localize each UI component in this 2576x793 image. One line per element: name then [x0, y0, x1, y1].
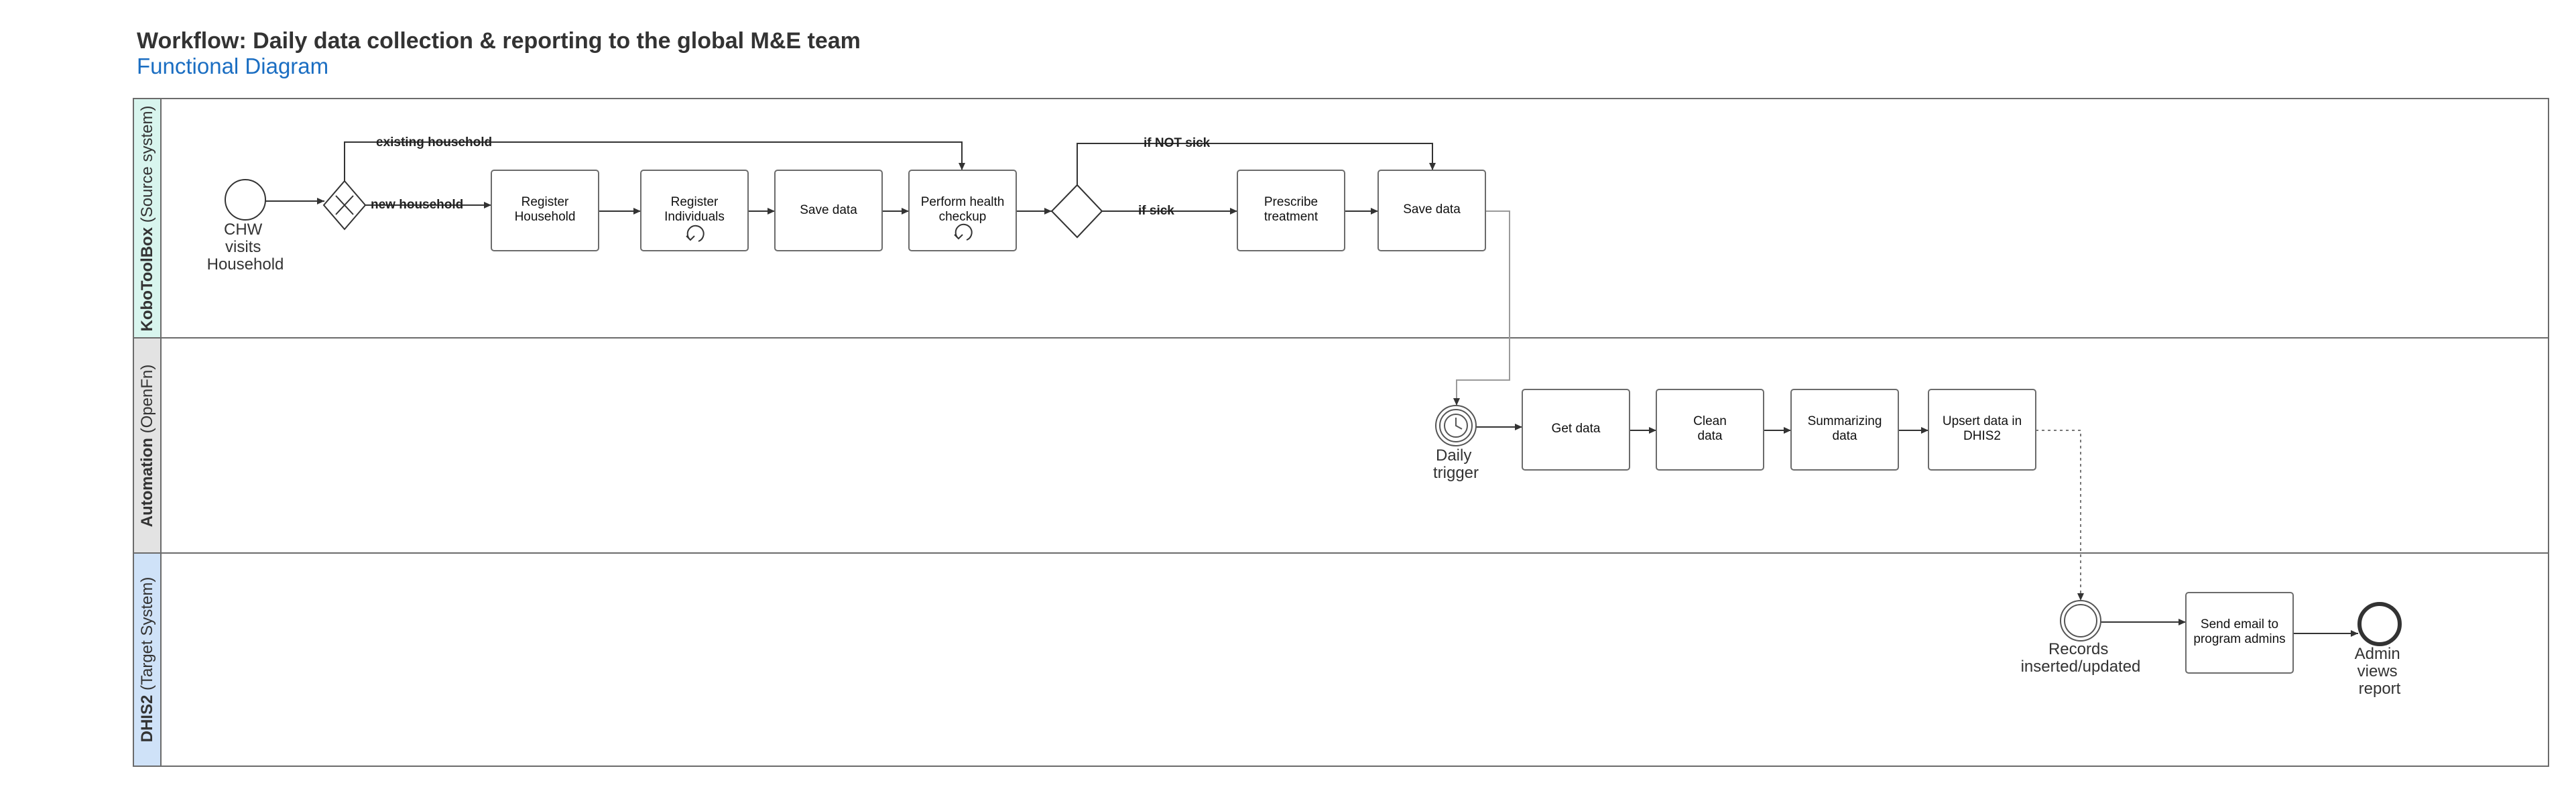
records-label: Records inserted/updated	[2021, 640, 2141, 676]
edge-upsert-to-records	[2036, 430, 2084, 601]
lane-header-dhis2	[133, 552, 162, 767]
svg-text:Save data: Save data	[800, 203, 857, 217]
svg-text:Save data: Save data	[1403, 202, 1461, 217]
daily-trigger-label: Daily trigger	[1433, 446, 1479, 482]
edge-label-existing-household: existing household	[376, 135, 492, 149]
lane-header-kobo	[133, 98, 162, 339]
edge-label-new-household: new household	[371, 198, 463, 212]
timer-clock-icon	[1435, 405, 1477, 446]
page-title: Workflow: Daily data collection & report…	[137, 28, 861, 54]
start-event	[225, 179, 266, 221]
gateway-sick-decision	[1050, 184, 1103, 239]
edge-save-to-daily-trigger	[1453, 210, 1510, 406]
lane-label-dhis2: DHIS2 (Target System)	[138, 577, 156, 743]
gateway-x-icon	[322, 180, 367, 231]
edge-if-not-sick	[1077, 143, 1436, 185]
lane-label-openfn: Automation (OpenFn)	[138, 365, 156, 528]
task-save-data-1: Save data	[774, 170, 883, 251]
edge-label-if-sick: if sick	[1138, 204, 1174, 218]
edge-label-if-not-sick: if NOT sick	[1144, 136, 1211, 150]
chw-label: CHW visits Household	[207, 221, 284, 273]
intermediate-event-icon	[2060, 600, 2101, 642]
task-get-data: Get data	[1522, 389, 1630, 471]
edge-existing-household	[344, 141, 965, 182]
admin-label: Admin views report	[2355, 645, 2405, 698]
page-subtitle: Functional Diagram	[137, 54, 328, 78]
task-save-data-2: Save data	[1377, 170, 1486, 251]
loop-marker-icon	[954, 223, 973, 241]
end-event-icon	[2357, 602, 2402, 646]
lane-label-kobo: KoboToolBox (Source system)	[138, 106, 156, 332]
svg-text:Get data: Get data	[1552, 422, 1601, 436]
loop-marker-icon	[686, 225, 704, 242]
